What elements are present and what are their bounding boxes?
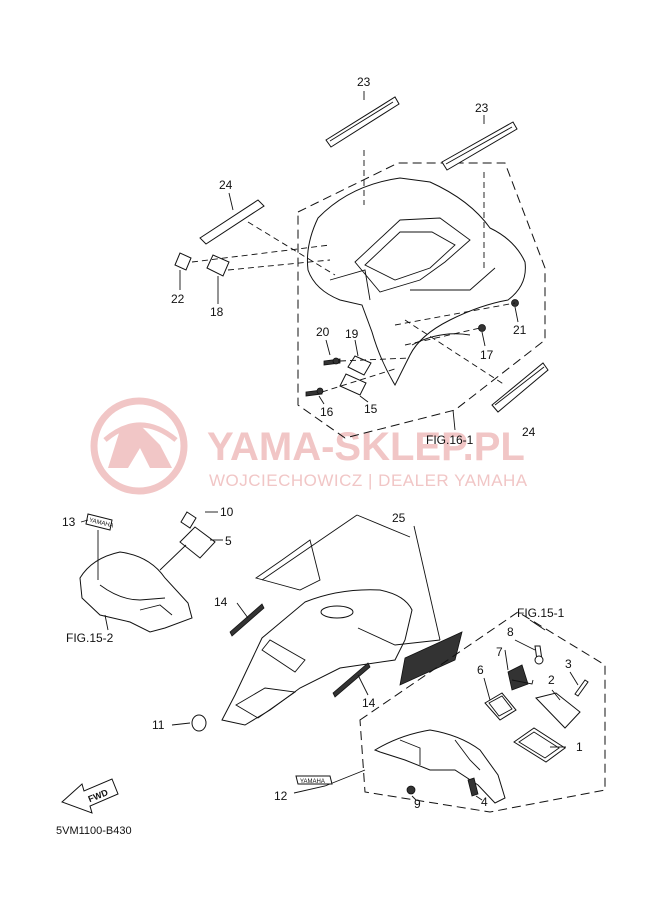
part-15-plate (339, 373, 367, 396)
part-23-strip-left (325, 96, 400, 148)
part-18-label (206, 254, 230, 277)
part-11-grommet (191, 714, 207, 732)
callout-25: 25 (392, 511, 406, 525)
callout-22: 22 (171, 292, 185, 306)
part-14-strip-left (229, 603, 265, 637)
callout-2: 2 (548, 673, 555, 687)
part-7-plate (507, 664, 529, 691)
fwd-arrow: FWD (61, 778, 119, 814)
headlight-cover (79, 551, 193, 633)
part-14-strip-right (332, 662, 371, 698)
callout-18: 18 (210, 305, 224, 319)
watermark-logo (90, 397, 188, 495)
part-19-plate (347, 355, 372, 376)
callout-13: 13 (62, 515, 76, 529)
part-2-bracket (535, 692, 581, 729)
callout-24-upper: 24 (219, 178, 233, 192)
svg-text:YAMAHA: YAMAHA (88, 518, 114, 530)
callout-16: 16 (320, 405, 334, 419)
callout-14-left: 14 (214, 595, 228, 609)
front-lower-fender (373, 729, 506, 804)
front-lower-group: FIG.15-1 8 7 3 6 2 1 9 4 (359, 606, 606, 813)
callout-17: 17 (480, 348, 494, 362)
part-1-plate (513, 727, 566, 763)
callout-24-lower: 24 (522, 425, 536, 439)
callout-15: 15 (364, 402, 378, 416)
part-13-decal: YAMAHA (85, 513, 114, 531)
part-5-pad (179, 526, 216, 559)
callout-14-right: 14 (362, 696, 376, 710)
part-12-decal: YAMAHA (295, 775, 333, 785)
callout-23-right: 23 (475, 101, 489, 115)
callout-6: 6 (477, 663, 484, 677)
part-22-label (174, 252, 192, 271)
front-fender-group: 25 14 14 11 12 YAMAHA (152, 511, 463, 803)
rear-fender-group: 23 23 24 22 18 20 19 21 17 16 15 24 FIG.… (171, 75, 549, 447)
part-3-bolt (574, 679, 589, 697)
headlight-cover-group: YAMAHA 13 10 5 FIG.15-2 (62, 505, 234, 645)
callout-9: 9 (414, 797, 421, 811)
drawing-code: 5VM1100-B430 (56, 825, 132, 837)
callout-12: 12 (274, 789, 288, 803)
callout-19: 19 (345, 327, 359, 341)
callout-11: 11 (152, 718, 165, 732)
watermark-subtitle: WOJCIECHOWICZ | DEALER YAMAHA (209, 471, 528, 490)
callout-20: 20 (316, 325, 330, 339)
watermark-title: YAMA-SKLEP.PL (207, 425, 525, 469)
callout-4: 4 (481, 795, 488, 809)
part-17-nut (478, 324, 486, 332)
callout-8: 8 (507, 625, 514, 639)
callout-3: 3 (565, 657, 572, 671)
svg-text:YAMAHA: YAMAHA (300, 779, 325, 785)
callout-10: 10 (220, 505, 234, 519)
part-6-plate (484, 692, 517, 721)
figure-ref-15-1: FIG.15-1 (517, 606, 565, 620)
part-4-bolt (467, 777, 479, 797)
figure-ref-16-1: FIG.16-1 (426, 433, 474, 447)
front-fender-vent (399, 631, 463, 686)
part-24-strip-upper (199, 199, 265, 245)
callout-7: 7 (496, 645, 503, 659)
rear-group-boundary (297, 162, 546, 439)
callout-1: 1 (576, 740, 583, 754)
part-10-label (180, 511, 197, 529)
front-fender (221, 589, 413, 726)
callout-23-left: 23 (357, 75, 371, 89)
callout-5: 5 (225, 534, 232, 548)
callout-21: 21 (513, 323, 527, 337)
part-23-strip-right (441, 121, 518, 171)
front-lower-boundary (359, 611, 606, 813)
watermark: YAMA-SKLEP.PL WOJCIECHOWICZ | DEALER YAM… (90, 397, 528, 495)
part-9-nut (406, 785, 416, 795)
figure-ref-15-2: FIG.15-2 (66, 631, 114, 645)
